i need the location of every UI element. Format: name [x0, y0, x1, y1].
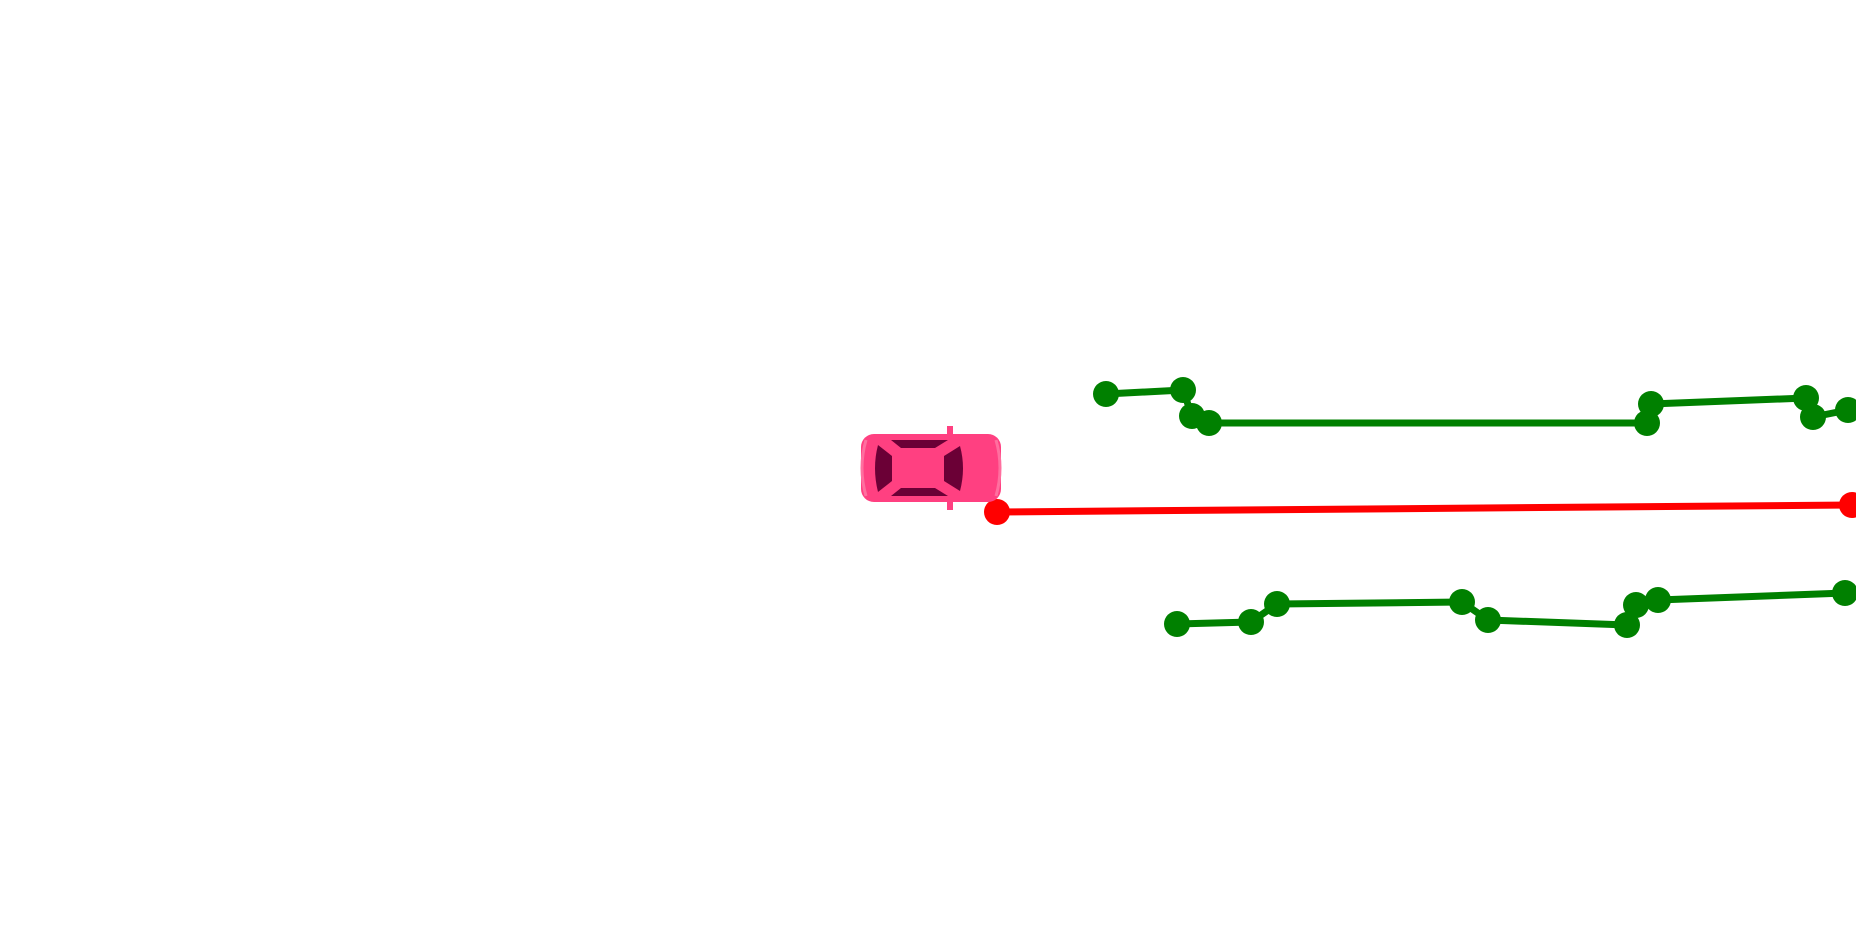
lower-boundary-point	[1645, 587, 1671, 613]
route-point	[1839, 492, 1856, 518]
route-line	[984, 492, 1856, 525]
route-line	[996, 501, 1853, 516]
lane-boundary-upper	[1093, 377, 1856, 436]
lower-boundary-point	[1164, 611, 1190, 637]
car-body	[861, 434, 1001, 502]
car-side-window-top	[891, 440, 948, 448]
car-mirror-bottom	[947, 498, 953, 510]
car-side-window-bottom	[891, 488, 948, 496]
car-icon	[860, 426, 1002, 510]
car-front-edge	[994, 439, 1002, 497]
lower-boundary-point	[1475, 607, 1501, 633]
route-point	[984, 499, 1010, 525]
upper-boundary-point	[1196, 410, 1222, 436]
upper-boundary-point	[1800, 404, 1826, 430]
lower-boundary-point	[1614, 612, 1640, 638]
car-rear-window	[875, 445, 892, 492]
upper-boundary-point	[1638, 391, 1664, 417]
upper-boundary-point	[1835, 397, 1856, 423]
upper-boundary-point	[1093, 381, 1119, 407]
lower-boundary-point	[1449, 589, 1475, 615]
lower-boundary-point	[1264, 591, 1290, 617]
car-mirror-top	[947, 426, 953, 438]
lower-boundary-point	[1832, 580, 1856, 606]
car-rear-edge	[860, 439, 868, 497]
lower-boundary-point	[1238, 609, 1264, 635]
lane-boundary-lower	[1164, 580, 1856, 638]
car-windshield	[944, 446, 963, 491]
lower-boundary-point	[1623, 592, 1649, 618]
upper-boundary-point	[1170, 377, 1196, 403]
